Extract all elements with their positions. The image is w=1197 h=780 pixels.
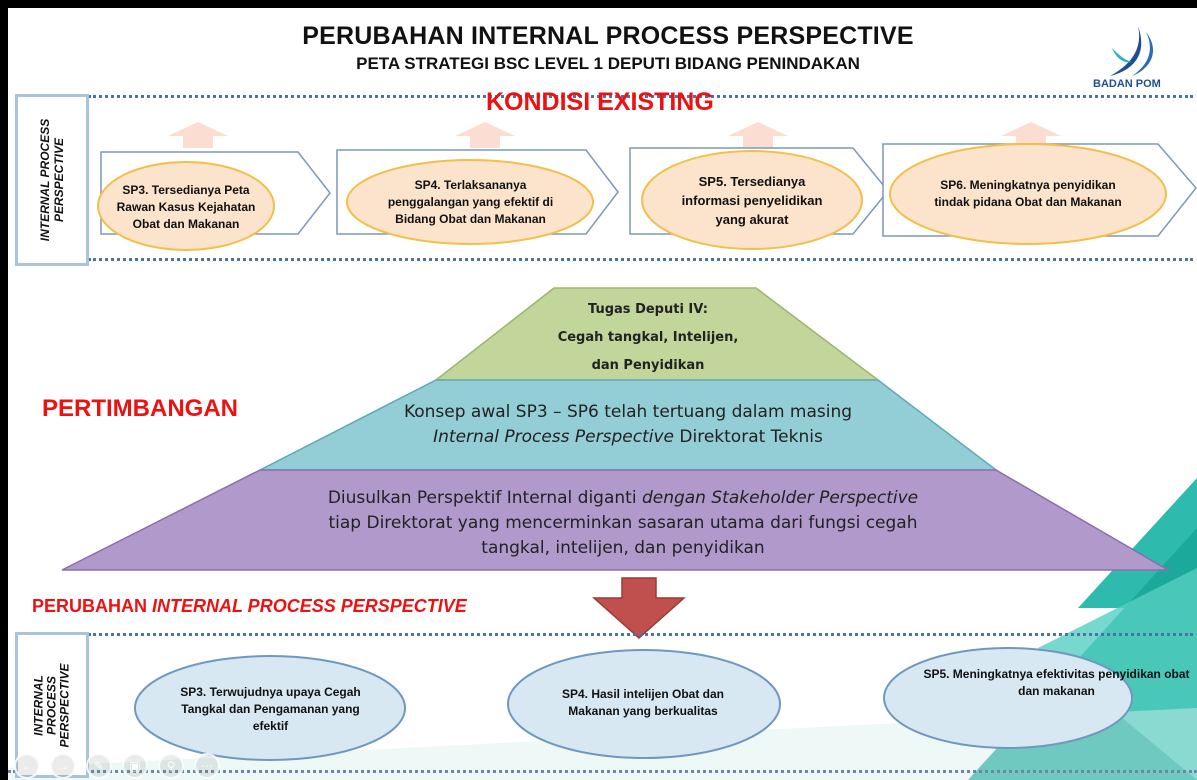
existing-item-sp4: SP4. Terlaksananya penggalangan yang efe… bbox=[387, 177, 554, 226]
divider-top bbox=[88, 95, 1193, 98]
badan-pom-logo-icon bbox=[1110, 26, 1154, 76]
divider-existing-bottom bbox=[88, 258, 1193, 261]
new-item-sp3: SP3. Terwujudnya upaya Cegah Tangkal dan… bbox=[180, 684, 361, 733]
existing-item-sp3: SP3. Tersedianya Peta Rawan Kasus Kejaha… bbox=[116, 182, 256, 231]
pyramid-bottom-tier bbox=[61, 469, 1171, 571]
slide-subtitle: PETA STRATEGI BSC LEVEL 1 DEPUTI BIDANG … bbox=[356, 54, 860, 73]
next-icon[interactable]: → bbox=[50, 753, 76, 779]
perubahan-heading: PERUBAHAN INTERNAL PROCESS PERSPECTIVE bbox=[32, 596, 467, 617]
divider-bottom bbox=[8, 770, 1197, 773]
existing-side-label: INTERNAL PROCESS PERSPECTIVE bbox=[15, 94, 89, 266]
divider-perubahan-top bbox=[88, 633, 1193, 636]
pyramid-top-line1: Tugas Deputi IV: bbox=[588, 302, 708, 317]
pyramid-top-line3: dan Penyidikan bbox=[591, 358, 705, 373]
pyramid-bottom-line3: tangkal, intelijen, dan penyidikan bbox=[481, 538, 765, 558]
slide-title: PERUBAHAN INTERNAL PROCESS PERSPECTIVE bbox=[302, 22, 914, 50]
perubahan-heading-italic: INTERNAL PROCESS PERSPECTIVE bbox=[152, 596, 467, 616]
pen-icon[interactable]: ✎ bbox=[86, 753, 112, 779]
pyramid-bottom-line1-start: Diusulkan Perspektif Internal diganti bbox=[327, 488, 642, 508]
perubahan-side-label: INTERNAL PROCESS PERSPECTIVE bbox=[15, 632, 89, 778]
pyramid-middle-text: Konsep awal SP3 – SP6 telah tertuang dal… bbox=[308, 400, 948, 450]
pertimbangan-heading: PERTIMBANGAN bbox=[42, 395, 238, 422]
slides-icon[interactable]: ▣ bbox=[122, 753, 148, 779]
pyramid-bottom-line2: tiap Direktorat yang mencerminkan sasara… bbox=[328, 513, 918, 533]
pyramid-bottom-text: Diusulkan Perspektif Internal diganti de… bbox=[158, 486, 1088, 561]
pyramid-top-text: Tugas Deputi IV: Cegah tangkal, Intelije… bbox=[528, 296, 768, 380]
logo-text: BADAN POM bbox=[1093, 78, 1161, 90]
pyramid bbox=[61, 287, 1171, 571]
prev-icon[interactable]: ← bbox=[14, 753, 40, 779]
pyramid-middle-line2-italic: Internal Process Perspective bbox=[433, 427, 674, 447]
pyramid-middle-line2-rest: Direktorat Teknis bbox=[674, 427, 823, 447]
existing-item-sp5: SP5. Tersedianya informasi penyelidikan … bbox=[681, 173, 823, 227]
zoom-icon[interactable]: ⚲ bbox=[158, 753, 184, 779]
existing-heading: KONDISI EXISTING bbox=[486, 88, 714, 116]
more-icon[interactable]: ⋯ bbox=[194, 753, 220, 779]
existing-item-sp6: SP6. Meningkatnya penyidikan tindak pida… bbox=[934, 178, 1122, 209]
pyramid-middle-line1: Konsep awal SP3 – SP6 telah tertuang dal… bbox=[403, 402, 853, 422]
slide: PERUBAHAN INTERNAL PROCESS PERSPECTIVE P… bbox=[8, 8, 1197, 780]
new-item-sp4: SP4. Hasil intelijen Obat dan Makanan ya… bbox=[561, 687, 725, 718]
new-ellipses bbox=[134, 647, 1133, 761]
perubahan-heading-start: PERUBAHAN bbox=[32, 596, 153, 616]
pyramid-top-line2: Cegah tangkal, Intelijen, bbox=[557, 330, 739, 345]
new-item-sp5: SP5. Meningkatnya efektivitas penyidikan… bbox=[923, 667, 1190, 698]
upward-arrows bbox=[97, 122, 1197, 251]
pyramid-bottom-line1-italic: dengan Stakeholder Perspective bbox=[641, 488, 919, 508]
down-arrow-icon bbox=[592, 577, 686, 640]
